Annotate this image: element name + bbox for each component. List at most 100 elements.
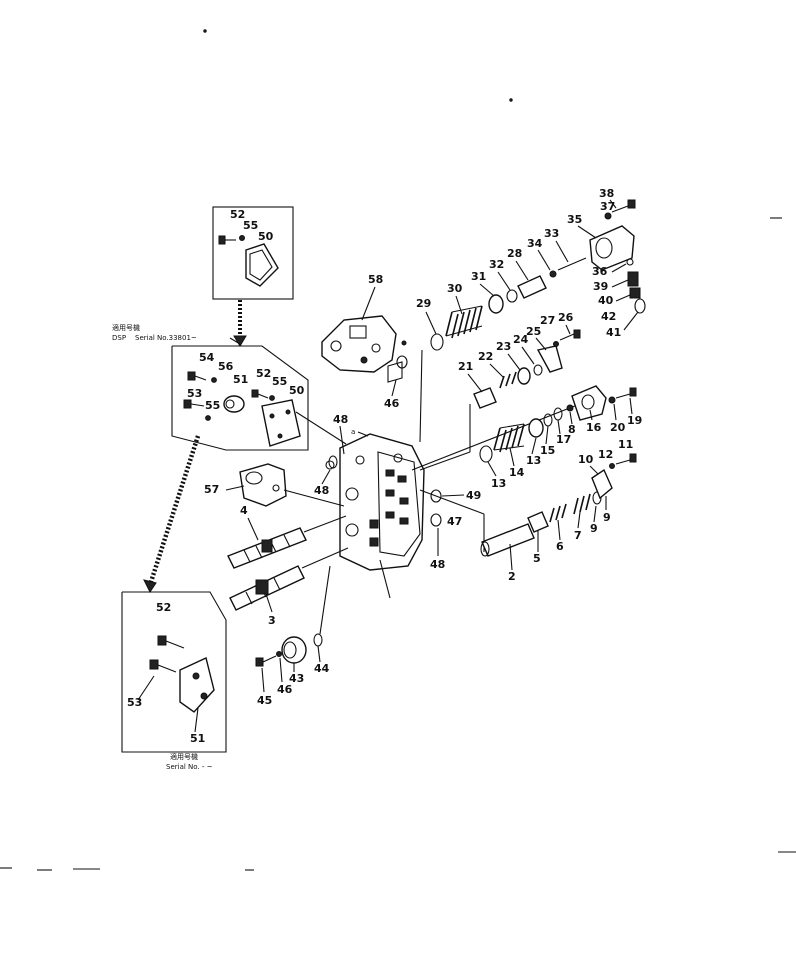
spool-2-icon [480, 523, 535, 557]
callout-36: 36 [592, 265, 608, 278]
callout-5: 5 [533, 552, 541, 565]
connector-arrow-bottom [143, 435, 201, 593]
callout-47: 47 [447, 515, 462, 528]
callout-4: 4 [240, 504, 248, 517]
bolt-19-icon [615, 387, 637, 399]
valve-51-icon [223, 395, 245, 413]
cover-plate-50-icon [245, 243, 279, 287]
housing-58-icon [321, 315, 408, 383]
callout-14: 14 [509, 466, 525, 479]
washer-55-icon [269, 395, 275, 401]
plug-40-icon [629, 287, 641, 299]
callout-43: 43 [289, 672, 304, 685]
callout-52: 52 [230, 208, 245, 221]
callout-56: 56 [218, 360, 234, 373]
plug-39-icon [627, 271, 639, 287]
plug-43-icon [281, 636, 307, 664]
washer-20-icon [608, 396, 616, 404]
main-valve-body-icon [339, 433, 425, 571]
callout-50: 50 [289, 384, 305, 397]
washer-55-icon [239, 235, 245, 241]
spring-14-icon [493, 423, 525, 453]
callout-23: 23 [496, 340, 511, 353]
o-ring-36-icon [626, 258, 634, 266]
callout-51: 51 [190, 732, 205, 745]
spring-22-icon [499, 371, 517, 389]
sleeve-5-icon [527, 511, 549, 533]
callout-42: 42 [601, 310, 616, 323]
callout-2: 2 [508, 570, 516, 583]
bolt-54-icon [187, 371, 207, 381]
scan-speck [203, 29, 207, 33]
scan-speck [509, 98, 513, 102]
callout-20: 20 [610, 421, 626, 434]
piston-25-icon [536, 345, 563, 373]
ring-32-icon [506, 289, 518, 303]
bolt-53-icon [183, 399, 205, 409]
bottom-cover-detail-box: 52 53 51 [121, 591, 227, 753]
callout-8: 8 [568, 423, 576, 436]
seat-13-icon [528, 418, 544, 438]
washer-12-icon [609, 463, 615, 469]
callout-37: 37 [600, 200, 615, 213]
ring-8-icon [566, 404, 574, 412]
callout-44: 44 [314, 662, 330, 675]
callout-29: 29 [416, 297, 431, 310]
callout-13: 13 [526, 454, 541, 467]
middle-cover-detail-box: 54 56 51 52 55 50 53 55 [171, 345, 309, 451]
washer-46-icon [276, 651, 282, 657]
ring-41-icon [634, 298, 646, 314]
callout-12: 12 [598, 448, 613, 461]
callout-27: 27 [540, 314, 555, 327]
bolt-26-icon [559, 329, 581, 341]
o-ring-icon [325, 460, 335, 470]
callout-24: 24 [513, 333, 529, 346]
callout-39: 39 [593, 280, 608, 293]
ring-27-icon [553, 341, 559, 347]
callout-50: 50 [258, 230, 274, 243]
callout-15: 15 [540, 444, 555, 457]
callout-3: 3 [268, 614, 276, 627]
bolt-11-icon [615, 453, 637, 465]
callout-26: 26 [558, 311, 574, 324]
valve-block-57-icon [239, 463, 287, 507]
callout-16: 16 [586, 421, 602, 434]
callout-52: 52 [156, 601, 171, 614]
ring-15-icon [543, 413, 553, 427]
callout-55: 55 [205, 399, 220, 412]
o-ring-44-icon [313, 633, 323, 647]
o-ring-47-icon [430, 513, 442, 527]
top-cover-detail-box: 52 55 50 [212, 206, 294, 300]
callout-48: 48 [333, 413, 348, 426]
callout-19: 19 [627, 414, 642, 427]
callout-17: 17 [556, 433, 571, 446]
spool-4-icon [227, 527, 307, 569]
bolt-52-icon [157, 635, 185, 649]
callout-58: 58 [368, 273, 383, 286]
serial-note-bottom-jp: 適用号機 [170, 752, 198, 761]
callout-7: 7 [574, 529, 582, 542]
bolt-45-icon [255, 655, 277, 667]
callout-45: 45 [257, 694, 272, 707]
callout-54: 54 [199, 351, 215, 364]
serial-note-top-jp: 適用号機 [112, 323, 140, 332]
callout-48: 48 [430, 558, 445, 571]
callout-11: 11 [618, 438, 633, 451]
bolt-38-icon [611, 199, 636, 213]
callout-28: 28 [507, 247, 522, 260]
callout-46: 46 [277, 683, 293, 696]
bolt-52-icon [218, 235, 236, 245]
cover-35-icon [589, 225, 635, 271]
spring-6-icon [549, 503, 567, 523]
callout-48: 48 [314, 484, 329, 497]
callout-32: 32 [489, 258, 504, 271]
callout-6: 6 [556, 540, 564, 553]
washer-37-icon [604, 212, 612, 220]
callout-21: 21 [458, 360, 473, 373]
bolt-52-icon [251, 389, 269, 399]
callout-51: 51 [233, 373, 248, 386]
o-ring-49-icon [430, 489, 442, 503]
serial-note-top-prefix: DSP [112, 334, 126, 342]
cover-11-icon [591, 468, 613, 500]
